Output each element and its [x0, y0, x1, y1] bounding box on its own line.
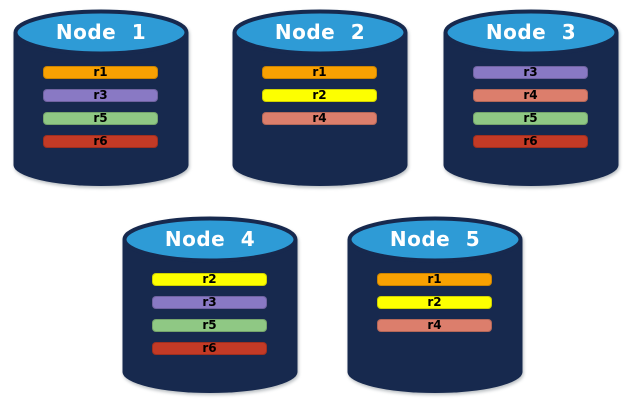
node-label: Node 4 [164, 227, 256, 251]
replica-label: r2 [312, 88, 327, 102]
replica-label: r2 [427, 295, 442, 309]
replica-bar-r1: r1 [43, 66, 158, 79]
database-cylinder-icon [347, 216, 523, 393]
replica-label: r1 [427, 272, 442, 286]
replica-list: r1 r3 r5 r6 [43, 66, 158, 158]
cylinder-top-shape [443, 9, 619, 56]
replica-bar-r5: r5 [473, 112, 588, 125]
database-cylinder-icon [232, 9, 408, 186]
cylinder-top-shape [13, 9, 189, 56]
replica-bar-r5: r5 [152, 319, 267, 332]
database-cylinder-icon [443, 9, 619, 186]
replica-bar-r6: r6 [473, 135, 588, 148]
node-cylinder-1: Node 1 r1 r3 r5 r6 [13, 9, 189, 189]
replica-label: r3 [523, 65, 538, 79]
node-label: Node 2 [274, 20, 366, 44]
replica-list: r3 r4 r5 r6 [473, 66, 588, 158]
cylinder-top-shape [122, 216, 298, 263]
replica-list: r2 r3 r5 r6 [152, 273, 267, 365]
replica-list: r1 r2 r4 [262, 66, 377, 135]
replica-bar-r3: r3 [43, 89, 158, 102]
cylinder-top-shape [347, 216, 523, 263]
replica-label: r4 [427, 318, 442, 332]
replica-label: r5 [202, 318, 217, 332]
replica-label: r4 [312, 111, 327, 125]
replica-label: r3 [202, 295, 217, 309]
replica-label: r4 [523, 88, 538, 102]
replica-bar-r4: r4 [262, 112, 377, 125]
replica-bar-r2: r2 [377, 296, 492, 309]
replica-label: r6 [202, 341, 217, 355]
node-cylinder-3: Node 3 r3 r4 r5 r6 [443, 9, 619, 189]
node-cylinder-5: Node 5 r1 r2 r4 [347, 216, 523, 396]
replica-bar-r5: r5 [43, 112, 158, 125]
replica-bar-r1: r1 [262, 66, 377, 79]
replica-list: r1 r2 r4 [377, 273, 492, 342]
node-label: Node 3 [485, 20, 577, 44]
replica-bar-r1: r1 [377, 273, 492, 286]
cylinder-top-shape [232, 9, 408, 56]
node-cylinder-4: Node 4 r2 r3 r5 r6 [122, 216, 298, 396]
replica-bar-r3: r3 [473, 66, 588, 79]
replica-bar-r4: r4 [377, 319, 492, 332]
replica-bar-r6: r6 [43, 135, 158, 148]
replica-label: r3 [93, 88, 108, 102]
replica-label: r5 [523, 111, 538, 125]
replica-label: r6 [523, 134, 538, 148]
replica-label: r2 [202, 272, 217, 286]
replica-bar-r6: r6 [152, 342, 267, 355]
node-label: Node 5 [389, 227, 481, 251]
replica-bar-r3: r3 [152, 296, 267, 309]
node-label: Node 1 [55, 20, 147, 44]
replica-bar-r2: r2 [152, 273, 267, 286]
replica-bar-r4: r4 [473, 89, 588, 102]
replica-label: r1 [312, 65, 327, 79]
replica-label: r6 [93, 134, 108, 148]
replica-label: r5 [93, 111, 108, 125]
replica-bar-r2: r2 [262, 89, 377, 102]
node-cylinder-2: Node 2 r1 r2 r4 [232, 9, 408, 189]
replica-label: r1 [93, 65, 108, 79]
